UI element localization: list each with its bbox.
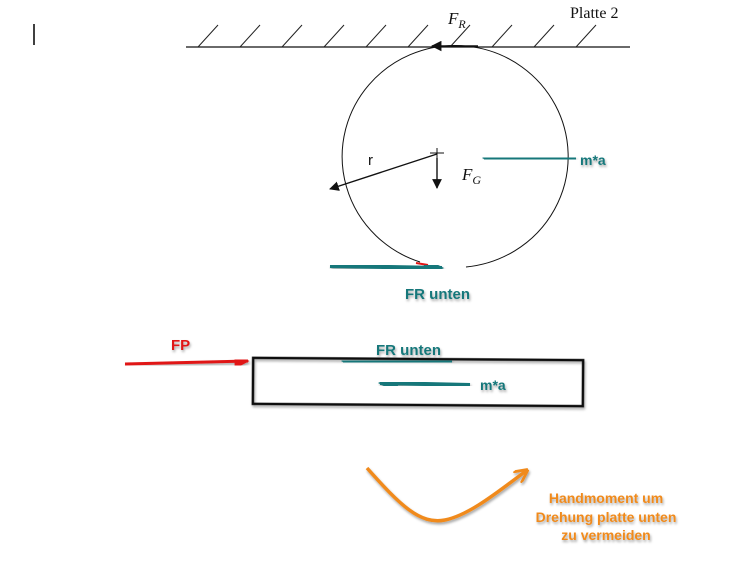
ma-upper-label: m*a [580,152,606,168]
ma-lower-label: m*a [480,377,506,393]
svg-text:zu vermeiden: zu vermeiden [561,527,650,543]
contact-mark [415,262,429,266]
upper-plate [186,24,630,48]
fr-label: FR [447,9,466,31]
ma-lower-arrow [378,373,471,394]
fr-unten-lower-arrow [341,351,453,372]
svg-text:Handmoment um: Handmoment um [549,490,663,506]
handmoment-arrow [365,466,526,523]
platte2-label: Platte 2 [570,5,618,22]
ma-upper-arrow [482,148,577,169]
fr-unten-lower-label: FR unten [376,342,441,359]
fr-unten-upper-label: FR unten [405,286,470,303]
fp-label: FP [171,337,190,354]
radius-arrow [329,153,438,191]
radius-label: r [368,152,373,169]
fg-label: FG [461,165,481,187]
fr-unten-upper-arrow [329,257,444,278]
roller-circle [341,45,569,268]
lower-plate [251,356,585,408]
handmoment-text: Handmoment um Drehung platte unten zu ve… [536,490,677,543]
svg-text:Drehung platte unten: Drehung platte unten [536,509,677,525]
fp-arrow [124,353,250,369]
